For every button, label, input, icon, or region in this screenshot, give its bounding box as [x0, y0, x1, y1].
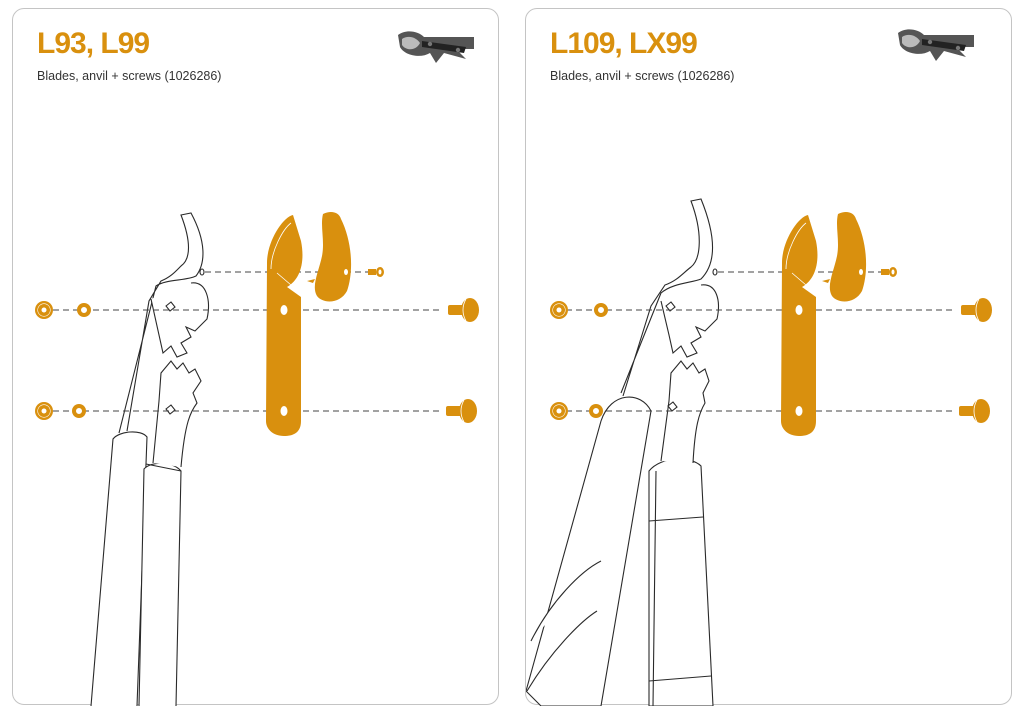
bolt-bottom: [445, 398, 478, 424]
panel-title: L93, L99: [37, 27, 150, 60]
lopper-head-icon: [898, 29, 974, 61]
anvil: [822, 211, 867, 302]
exploded-view-diagram: [34, 9, 480, 706]
panel-title: L109, LX99: [550, 27, 698, 60]
blade: [781, 215, 818, 436]
small-screw: [881, 267, 897, 277]
bolt-top: [447, 297, 480, 323]
bolt-bottom: [958, 398, 991, 424]
nut-bottom: [549, 401, 569, 421]
nut-top: [34, 300, 54, 320]
bolt-top: [960, 297, 993, 323]
nut-top: [549, 300, 569, 320]
anvil: [307, 211, 352, 302]
parts-panel-l93-l99: L93, L99 Blades, anvil + screws (1026286…: [12, 8, 499, 706]
alignment-lines: [53, 271, 441, 412]
tool-outline: [90, 212, 209, 706]
parts-panel-l109-lx99: L109, LX99 Blades, anvil + screws (10262…: [525, 8, 1012, 706]
washer-bottom: [588, 403, 604, 419]
tool-outline: [526, 198, 719, 706]
blade: [266, 215, 303, 436]
nut-bottom: [34, 401, 54, 421]
washer-top: [593, 302, 609, 318]
panel-subtitle: Blades, anvil + screws (1026286): [550, 69, 735, 83]
washer-top: [76, 302, 92, 318]
exploded-view-diagram: [526, 9, 993, 706]
lopper-head-icon: [398, 31, 474, 63]
panel-subtitle: Blades, anvil + screws (1026286): [37, 69, 222, 83]
small-screw: [368, 267, 384, 277]
washer-bottom: [71, 403, 87, 419]
